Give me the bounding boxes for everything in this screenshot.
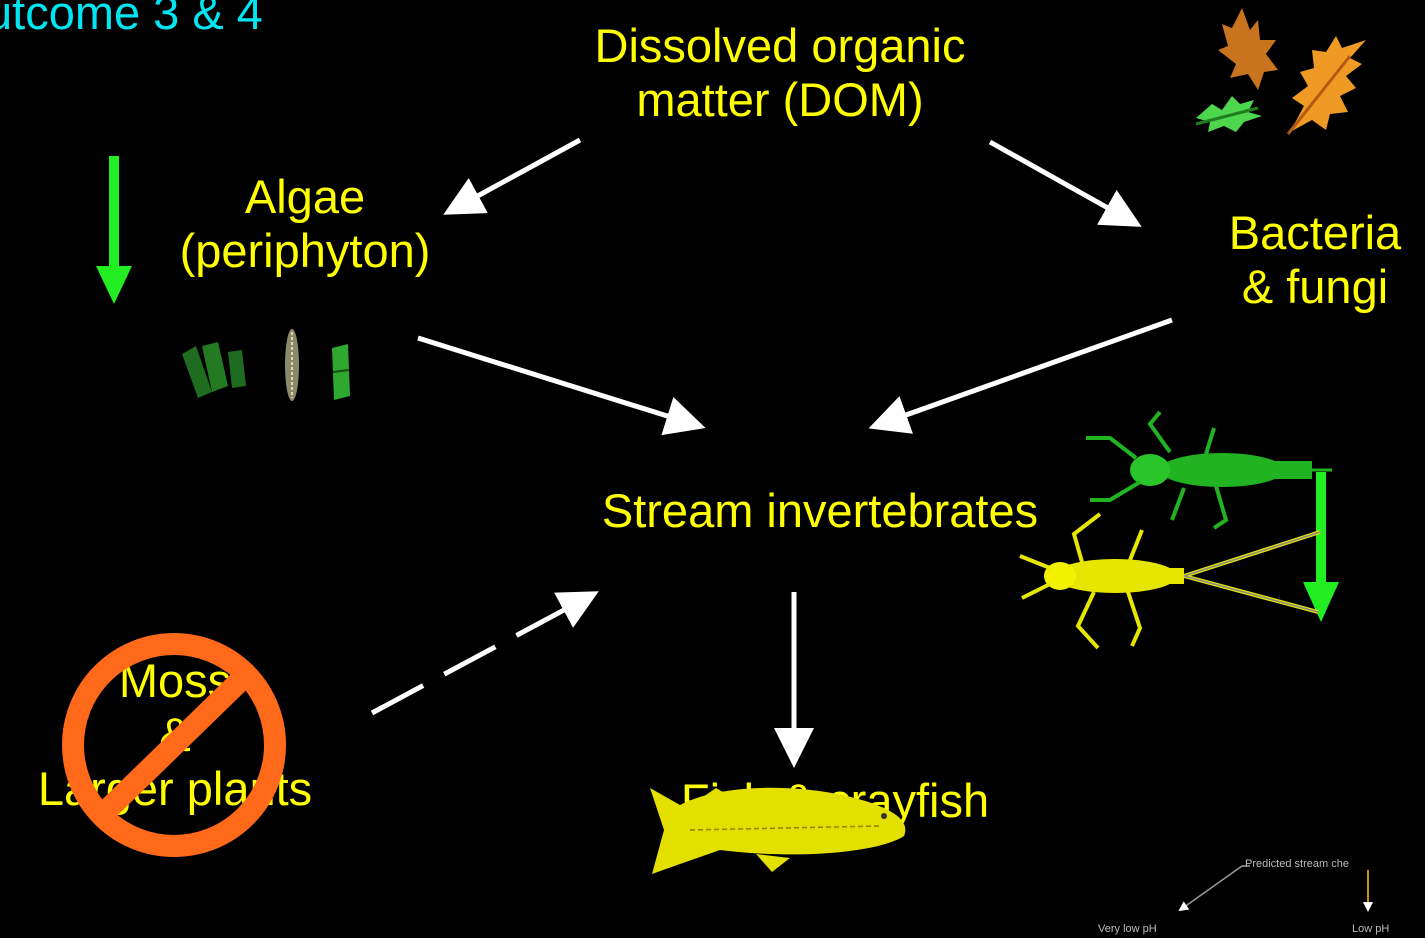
mayfly-green-icon [1086, 412, 1332, 528]
decrease-arrow-icon [1303, 472, 1339, 622]
autumn-leaves-icon [1196, 8, 1366, 134]
arrow-algae-to-invertebrates [418, 338, 696, 425]
decrease-arrow-icon [96, 156, 132, 304]
arrow-bacteria-to-invertebrates [878, 320, 1172, 425]
inset-diagram [1180, 866, 1368, 910]
fish-icon [650, 788, 905, 874]
algae-cells-icon [182, 329, 350, 401]
no-symbol-icon [73, 644, 275, 846]
arrow-moss-to-invertebrates-dashed [372, 596, 590, 713]
arrow-dom-to-algae [452, 140, 580, 210]
arrow-dom-to-bacteria [990, 142, 1133, 222]
stonefly-yellow-icon [1020, 514, 1320, 648]
